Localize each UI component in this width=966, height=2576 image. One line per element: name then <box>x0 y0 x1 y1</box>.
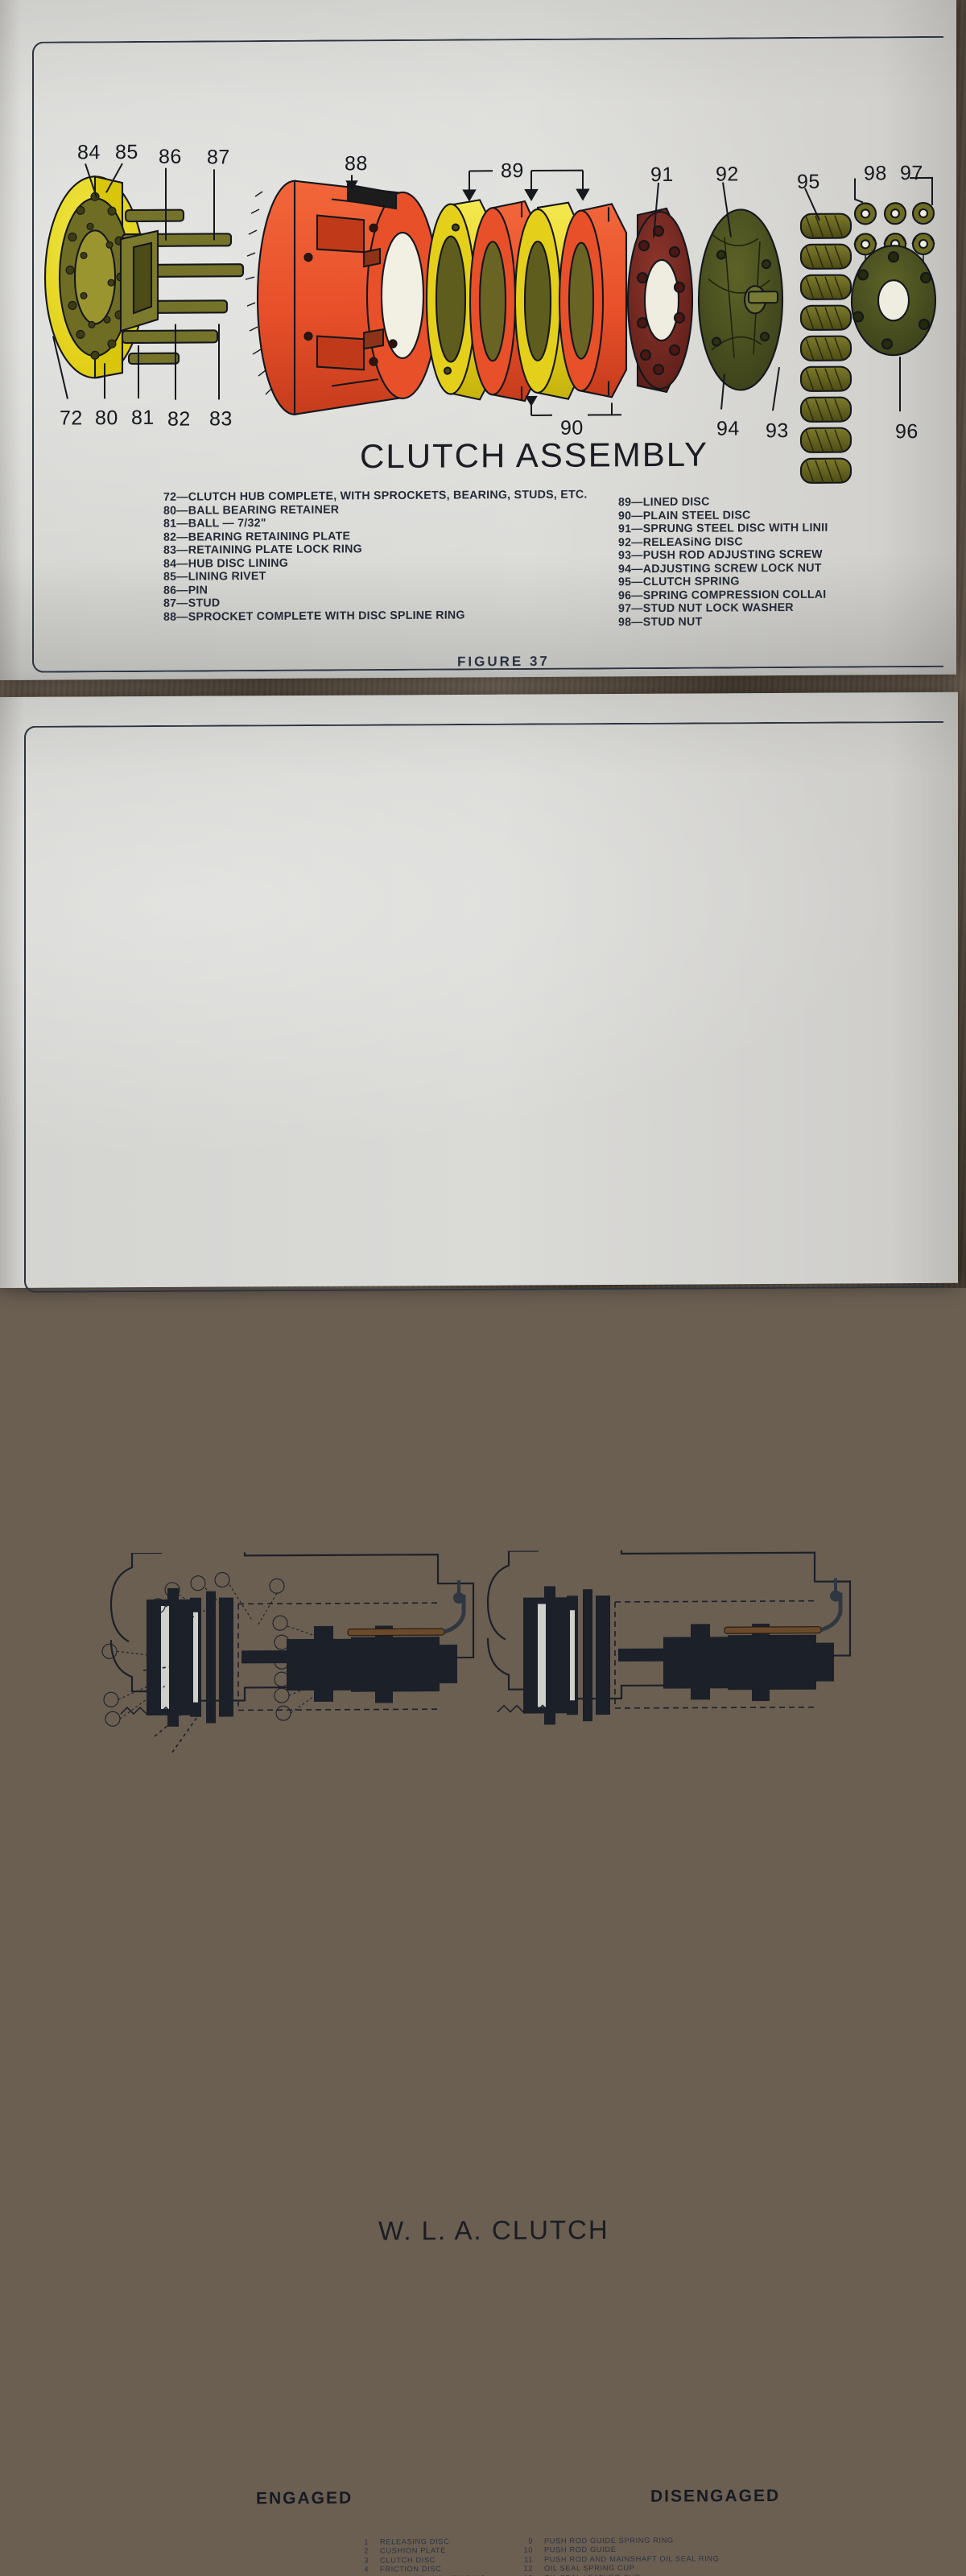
wla-legend-left-number: 3 <box>364 2556 369 2565</box>
wla-legend-right: 9 PUSH ROD GUIDE SPRING RING 10 PUSH ROD GU… <box>515 2536 720 2576</box>
callout-85: 85 <box>115 140 138 164</box>
callout-72: 72 <box>60 407 83 430</box>
callout-88: 88 <box>345 152 368 175</box>
part-releasing-disc <box>697 208 784 391</box>
wla-legend-right-row: 11 PUSH ROD AND MAINSHAFT OIL SEAL RING <box>515 2554 720 2565</box>
legend-right-item: 91—SPRUNG STEEL DISC WITH LINII <box>618 521 828 536</box>
exploded-parts-artwork <box>43 163 937 484</box>
manual-page-figure-37: 84 85 86 87 88 89 91 92 95 98 97 72 80 8… <box>0 0 956 680</box>
legend-right-item: 90—PLAIN STEEL DISC <box>618 508 751 522</box>
callout-93: 93 <box>766 419 789 443</box>
legend-right-item: 89—LINED DISC <box>618 495 710 510</box>
wla-legend-right-label: PUSH ROD GUIDE <box>544 2545 617 2554</box>
part-spring-compression-collar <box>850 245 937 357</box>
figure-37-title: CLUTCH ASSEMBLY <box>360 435 708 476</box>
wla-disengaged-assembly <box>486 1548 852 1725</box>
wla-legend-left-label: RELEASING DISC <box>380 2537 450 2546</box>
wla-legend-left: 1 RELEASING DISC 2 CUSHION PLATE 3 CLUTCH DIS… <box>351 2537 510 2576</box>
wla-legend-left-number: 4 <box>364 2565 369 2574</box>
wla-legend-right-label: OIL SEAL LEATHER CUP <box>544 2573 641 2576</box>
wla-legend-right-row: 13OIL SEAL LEATHER CUP <box>515 2573 720 2576</box>
page-border-frame-bottom <box>24 720 943 1293</box>
callout-83: 83 <box>209 407 233 431</box>
clutch-assembly-exploded-diagram: 84 85 86 87 88 89 91 92 95 98 97 72 80 8… <box>0 0 956 680</box>
wla-legend-right-number: 10 <box>523 2545 533 2555</box>
wla-legend-right-number: 11 <box>524 2555 533 2564</box>
wla-legend-right-number: 12 <box>523 2564 533 2573</box>
wla-clutch-cutaway-artwork <box>101 1548 852 1753</box>
legend-right-item: 95—CLUTCH SPRING <box>618 575 740 589</box>
part-plain-steel-disc-2 <box>558 203 628 398</box>
wla-legend-right-label: PUSH ROD GUIDE SPRING RING <box>544 2536 674 2545</box>
wla-legend-left-number: 5 <box>351 2574 380 2576</box>
part-clutch-springs <box>799 213 852 484</box>
legend-right-item: 97—STUD NUT LOCK WASHER <box>618 601 794 616</box>
leader-lines-bottom <box>52 324 901 416</box>
callout-81: 81 <box>131 406 155 430</box>
figure-37-caption: FIGURE 37 <box>457 653 550 670</box>
legend-right-item: 96—SPRING COMPRESSION COLLAI <box>618 588 827 602</box>
callout-95: 95 <box>797 170 820 193</box>
callout-94: 94 <box>716 417 740 440</box>
part-sprocket-shell <box>245 180 440 415</box>
wla-legend-left-label: CUSHION PLATE <box>380 2546 447 2555</box>
wla-legend-right-number: 13 <box>515 2574 544 2576</box>
label-engaged: ENGAGED <box>256 2488 353 2508</box>
wla-clutch-title: W. L. A. CLUTCH <box>378 2215 609 2246</box>
part-sprung-steel-disc <box>626 207 694 394</box>
wla-legend-left-label: FRICTION DISC <box>380 2565 442 2574</box>
legend-left-item: 72—CLUTCH HUB COMPLETE, WITH SPROCKETS, … <box>163 488 588 504</box>
manual-page-wla-clutch: W. L. A. CLUTCH <box>0 691 958 2576</box>
wla-legend-left-label: CLUTCH DISC <box>380 2555 436 2565</box>
leader-lines-top <box>85 163 933 241</box>
wla-legend-right-label: OIL SEAL SPRING CUP <box>544 2564 635 2573</box>
callout-80: 80 <box>95 407 118 430</box>
wla-legend-right-label: PUSH ROD AND MAINSHAFT OIL SEAL RING <box>544 2554 720 2564</box>
wla-legend-left-row: 5SPROCKET AND KEY RING <box>351 2574 510 2576</box>
wla-clutch-section-diagram: W. L. A. CLUTCH <box>0 1389 958 2576</box>
figure-37-legend-left: 72—CLUTCH HUB COMPLETE, WITH SPROCKETS, … <box>163 489 588 624</box>
wla-engaged-assembly <box>109 1548 475 1753</box>
callout-97: 97 <box>900 161 923 185</box>
callout-87: 87 <box>207 146 230 169</box>
callout-89: 89 <box>501 159 524 183</box>
callout-84: 84 <box>77 141 101 164</box>
wla-legend-left-number: 1 <box>364 2537 369 2546</box>
wla-legend-right-number: 9 <box>528 2537 533 2545</box>
callout-96: 96 <box>895 420 919 444</box>
wla-legend-left-label: SPROCKET AND KEY RING <box>380 2574 486 2576</box>
legend-right-item: 98—STUD NUT <box>618 615 703 629</box>
legend-right-item: 92—RELEASiNG DISC <box>618 535 743 549</box>
legend-left-item: 88—SPROCKET COMPLETE WITH DISC SPLINE RI… <box>163 608 465 624</box>
label-disengaged: DISENGAGED <box>650 2486 781 2506</box>
callout-86: 86 <box>159 145 182 168</box>
wla-legend-left-number: 2 <box>364 2547 369 2556</box>
callout-82: 82 <box>167 407 191 431</box>
callout-98: 98 <box>864 162 887 185</box>
callout-92: 92 <box>716 163 739 186</box>
legend-right-item: 93—PUSH ROD ADJUSTING SCREW <box>618 547 823 563</box>
legend-right-item: 94—ADJUSTING SCREW LOCK NUT <box>618 561 822 576</box>
callout-91: 91 <box>650 163 674 187</box>
